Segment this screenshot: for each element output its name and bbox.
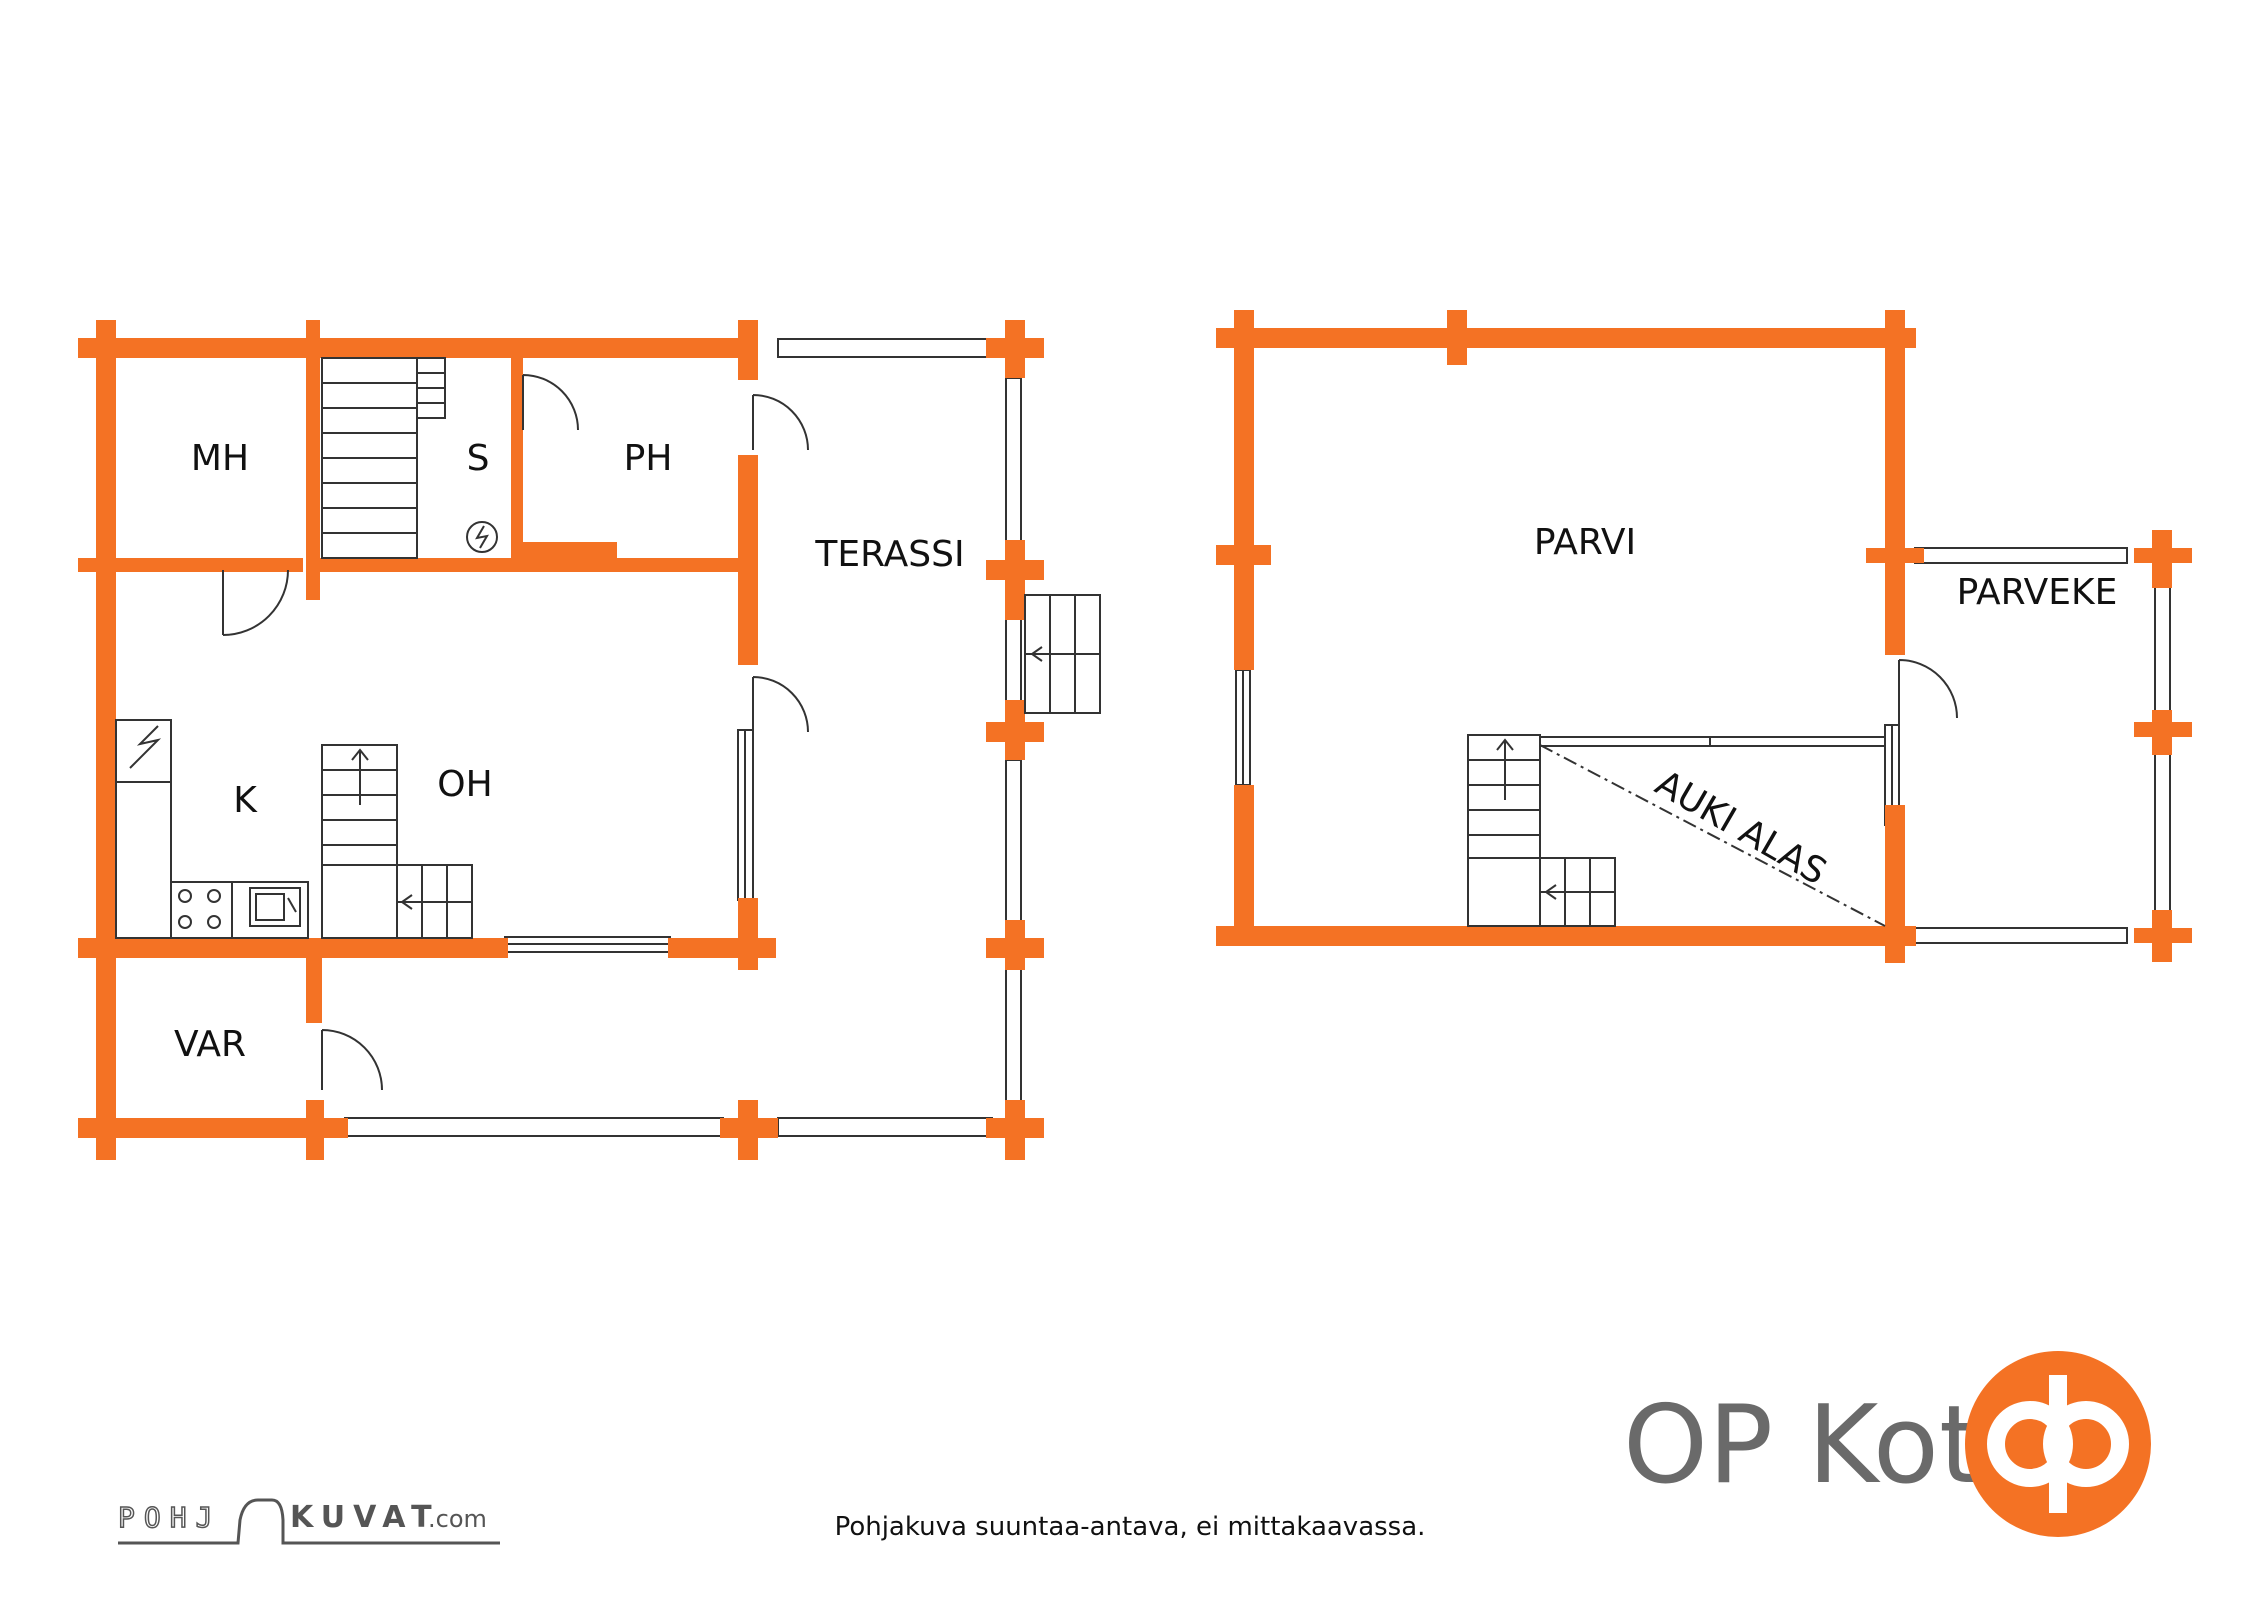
room-label-terassi: TERASSI xyxy=(814,534,964,575)
pohjakuvat-logo-kuvat: KUVAT xyxy=(290,1500,440,1535)
room-label-parveke: PARVEKE xyxy=(1957,572,2118,613)
room-labels: MH S PH TERASSI K OH VAR PARVI PARVEKE A… xyxy=(174,438,2117,1065)
kitchen-fixtures xyxy=(115,719,309,939)
room-label-mh: MH xyxy=(191,438,249,479)
window xyxy=(1235,669,1900,826)
pohjakuvat-logo: POHJ KUVAT .com xyxy=(117,1498,500,1545)
opening-dash-line xyxy=(1539,744,1886,927)
walls xyxy=(1216,310,2192,963)
room-label-parvi: PARVI xyxy=(1534,522,1636,563)
terrace-outline xyxy=(344,338,1022,1137)
op-logo xyxy=(1965,1351,2151,1537)
pohjakuvat-logo-pohj: POHJ xyxy=(118,1501,221,1534)
balcony-outline xyxy=(1914,547,2171,944)
heater-symbol xyxy=(466,521,498,553)
loft-plan xyxy=(1216,310,2192,963)
brand-name: OP Koti xyxy=(1623,1383,2011,1508)
entry-steps xyxy=(1024,594,1101,714)
room-label-var: VAR xyxy=(174,1024,246,1065)
ground-floor-plan xyxy=(78,320,1101,1160)
staircase xyxy=(321,357,446,559)
disclaimer-text: Pohjakuva suuntaa-antava, ei mittakaavas… xyxy=(835,1512,1426,1542)
room-label-s: S xyxy=(467,438,490,479)
railing xyxy=(1539,736,1886,747)
staircase xyxy=(1467,734,1616,927)
staircase xyxy=(321,744,473,939)
room-label-k: K xyxy=(233,780,258,821)
door xyxy=(222,374,809,1091)
door xyxy=(1898,659,1958,725)
window xyxy=(98,339,754,953)
pohjakuvat-logo-com: .com xyxy=(428,1505,487,1533)
room-label-oh: OH xyxy=(437,764,492,805)
room-label-ph: PH xyxy=(624,438,673,479)
opening-label-auki-alas: AUKI ALAS xyxy=(1648,763,1833,893)
walls xyxy=(78,320,1044,1160)
